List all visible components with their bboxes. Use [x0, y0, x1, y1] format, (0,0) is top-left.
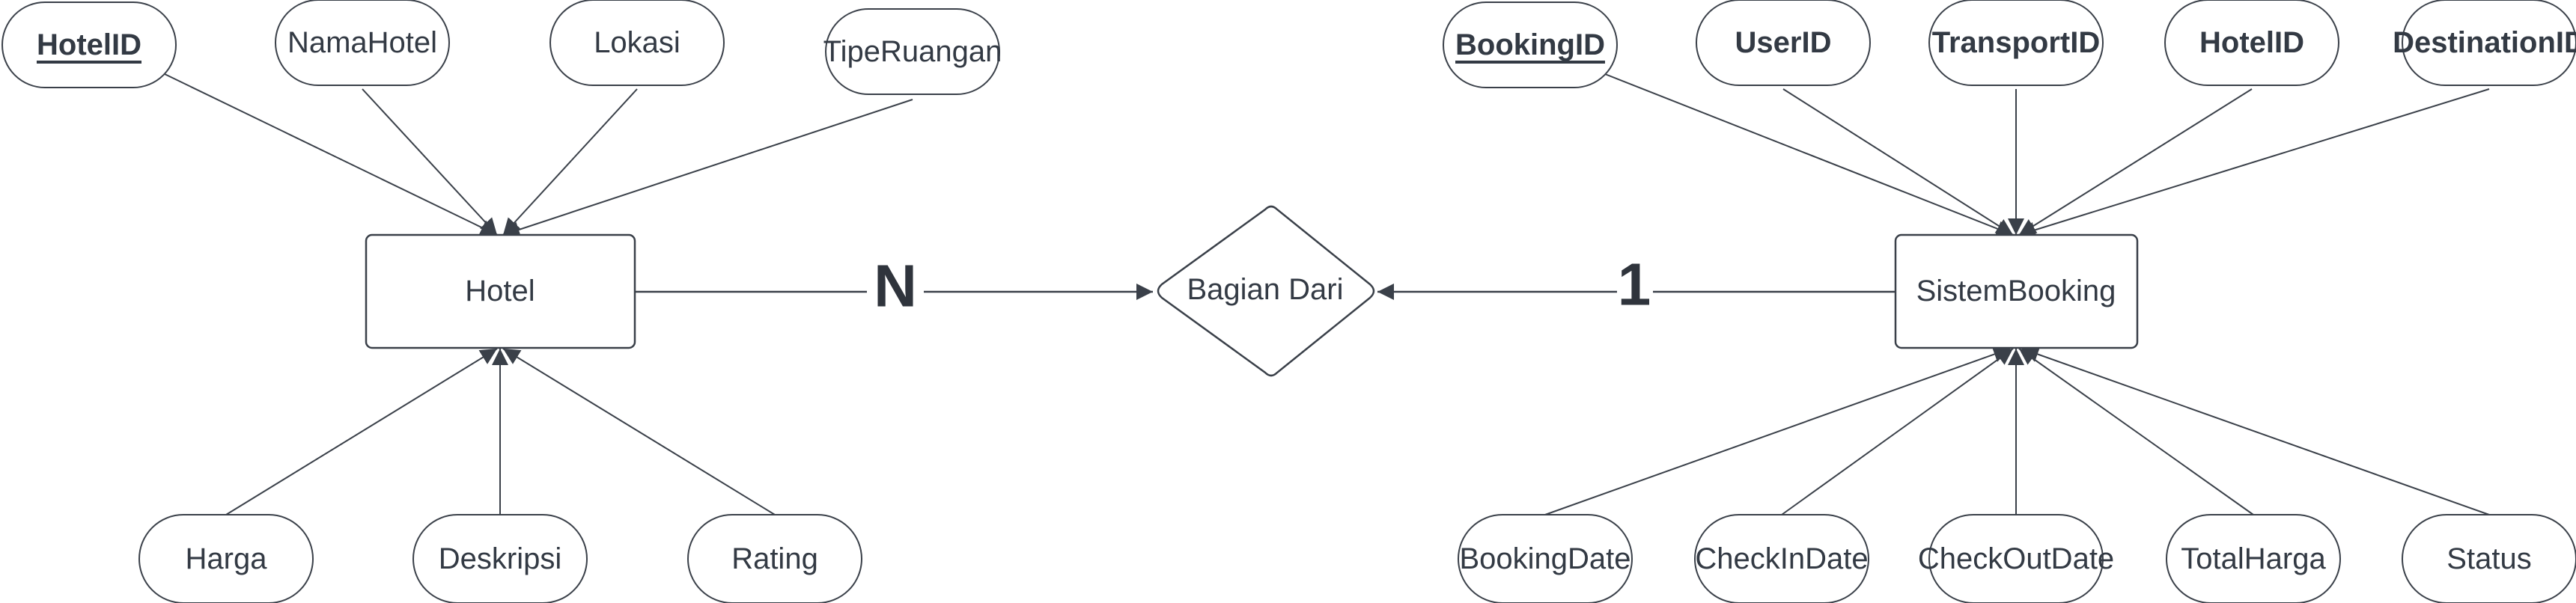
- cardinality-n: N: [874, 253, 917, 319]
- hotel-tipe-ruangan-connector: [502, 99, 913, 238]
- booking-attribute-check-out-date[interactable]: CheckOutDate: [1918, 514, 2114, 603]
- entity-sistem-booking[interactable]: SistemBooking: [1894, 233, 2139, 349]
- hotel-harga-connector: [225, 348, 498, 515]
- hotel-attribute-label: Deskripsi: [439, 542, 561, 575]
- hotel-attribute-harga[interactable]: Harga: [138, 514, 314, 603]
- cardinality-n-bg: [867, 253, 924, 320]
- booking-total-harga-connector: [2018, 348, 2254, 515]
- hotel-lokasi-connector: [502, 88, 638, 236]
- booking-attribute-label: UserID: [1735, 26, 1832, 59]
- booking-attribute-label: BookingID: [1455, 28, 1605, 61]
- booking-attribute-total-harga[interactable]: TotalHarga: [2166, 514, 2341, 603]
- booking-hotel-id-connector: [2018, 88, 2253, 236]
- hotel-attribute-hotel-id[interactable]: HotelID: [1, 1, 177, 88]
- booking-attribute-user-id[interactable]: UserID: [1696, 0, 1871, 86]
- booking-booking-date-connector: [1544, 346, 2011, 515]
- booking-destination-id-connector: [2018, 88, 2490, 238]
- cardinality-1-bg: [1617, 253, 1653, 320]
- booking-attribute-booking-id[interactable]: BookingID: [1443, 1, 1618, 88]
- entity-hotel[interactable]: Hotel: [365, 233, 636, 349]
- hotel-nama-hotel-connector: [362, 88, 498, 236]
- hotel-attribute-tipe-ruangan[interactable]: TipeRuangan: [823, 8, 1002, 95]
- booking-attribute-booking-date[interactable]: BookingDate: [1458, 514, 1633, 603]
- hotel-attribute-label: HotelID: [37, 28, 141, 61]
- hotel-attribute-label: NamaHotel: [287, 26, 437, 59]
- booking-attribute-label: BookingDate: [1459, 542, 1630, 575]
- booking-attribute-label: TotalHarga: [2181, 542, 2326, 575]
- cardinality-1: 1: [1618, 251, 1651, 318]
- booking-attribute-destination-id[interactable]: DestinationID: [2393, 0, 2576, 86]
- hotel-attribute-label: TipeRuangan: [823, 35, 1002, 68]
- entity-hotel-label: Hotel: [465, 275, 535, 307]
- hotel-hotel-id-connector: [164, 73, 498, 236]
- booking-attribute-transport-id[interactable]: TransportID: [1928, 0, 2104, 86]
- booking-attribute-label: CheckOutDate: [1918, 542, 2114, 575]
- booking-attribute-status[interactable]: Status: [2402, 514, 2576, 603]
- booking-booking-id-connector: [1604, 73, 2014, 237]
- booking-status-connector: [2021, 346, 2490, 515]
- hotel-attribute-nama-hotel[interactable]: NamaHotel: [275, 0, 450, 86]
- booking-check-in-date-connector: [1781, 348, 2014, 515]
- booking-attribute-hotel-id[interactable]: HotelID: [2164, 0, 2339, 86]
- booking-attribute-label: Status: [2446, 542, 2531, 575]
- relationship-bagian-dari[interactable]: Bagian Dari: [1157, 205, 1375, 377]
- hotel-attribute-label: Rating: [731, 542, 818, 575]
- booking-user-id-connector: [1782, 88, 2014, 236]
- booking-attribute-label: DestinationID: [2393, 26, 2576, 59]
- booking-attribute-label: HotelID: [2199, 26, 2304, 59]
- hotel-attribute-lokasi[interactable]: Lokasi: [549, 0, 725, 86]
- booking-attribute-label: CheckInDate: [1695, 542, 1868, 575]
- attribute-connectors: [164, 73, 2490, 515]
- hotel-attribute-label: Harga: [186, 542, 268, 575]
- hotel-attribute-deskripsi[interactable]: Deskripsi: [412, 514, 588, 603]
- entity-sistem-booking-label: SistemBooking: [1916, 275, 2116, 307]
- hotel-attribute-rating[interactable]: Rating: [687, 514, 862, 603]
- relationship-label: Bagian Dari: [1187, 273, 1343, 306]
- hotel-attribute-label: Lokasi: [594, 26, 680, 59]
- booking-attribute-label: TransportID: [1932, 26, 2100, 59]
- hotel-rating-connector: [502, 348, 776, 515]
- booking-attribute-check-in-date[interactable]: CheckInDate: [1694, 514, 1869, 603]
